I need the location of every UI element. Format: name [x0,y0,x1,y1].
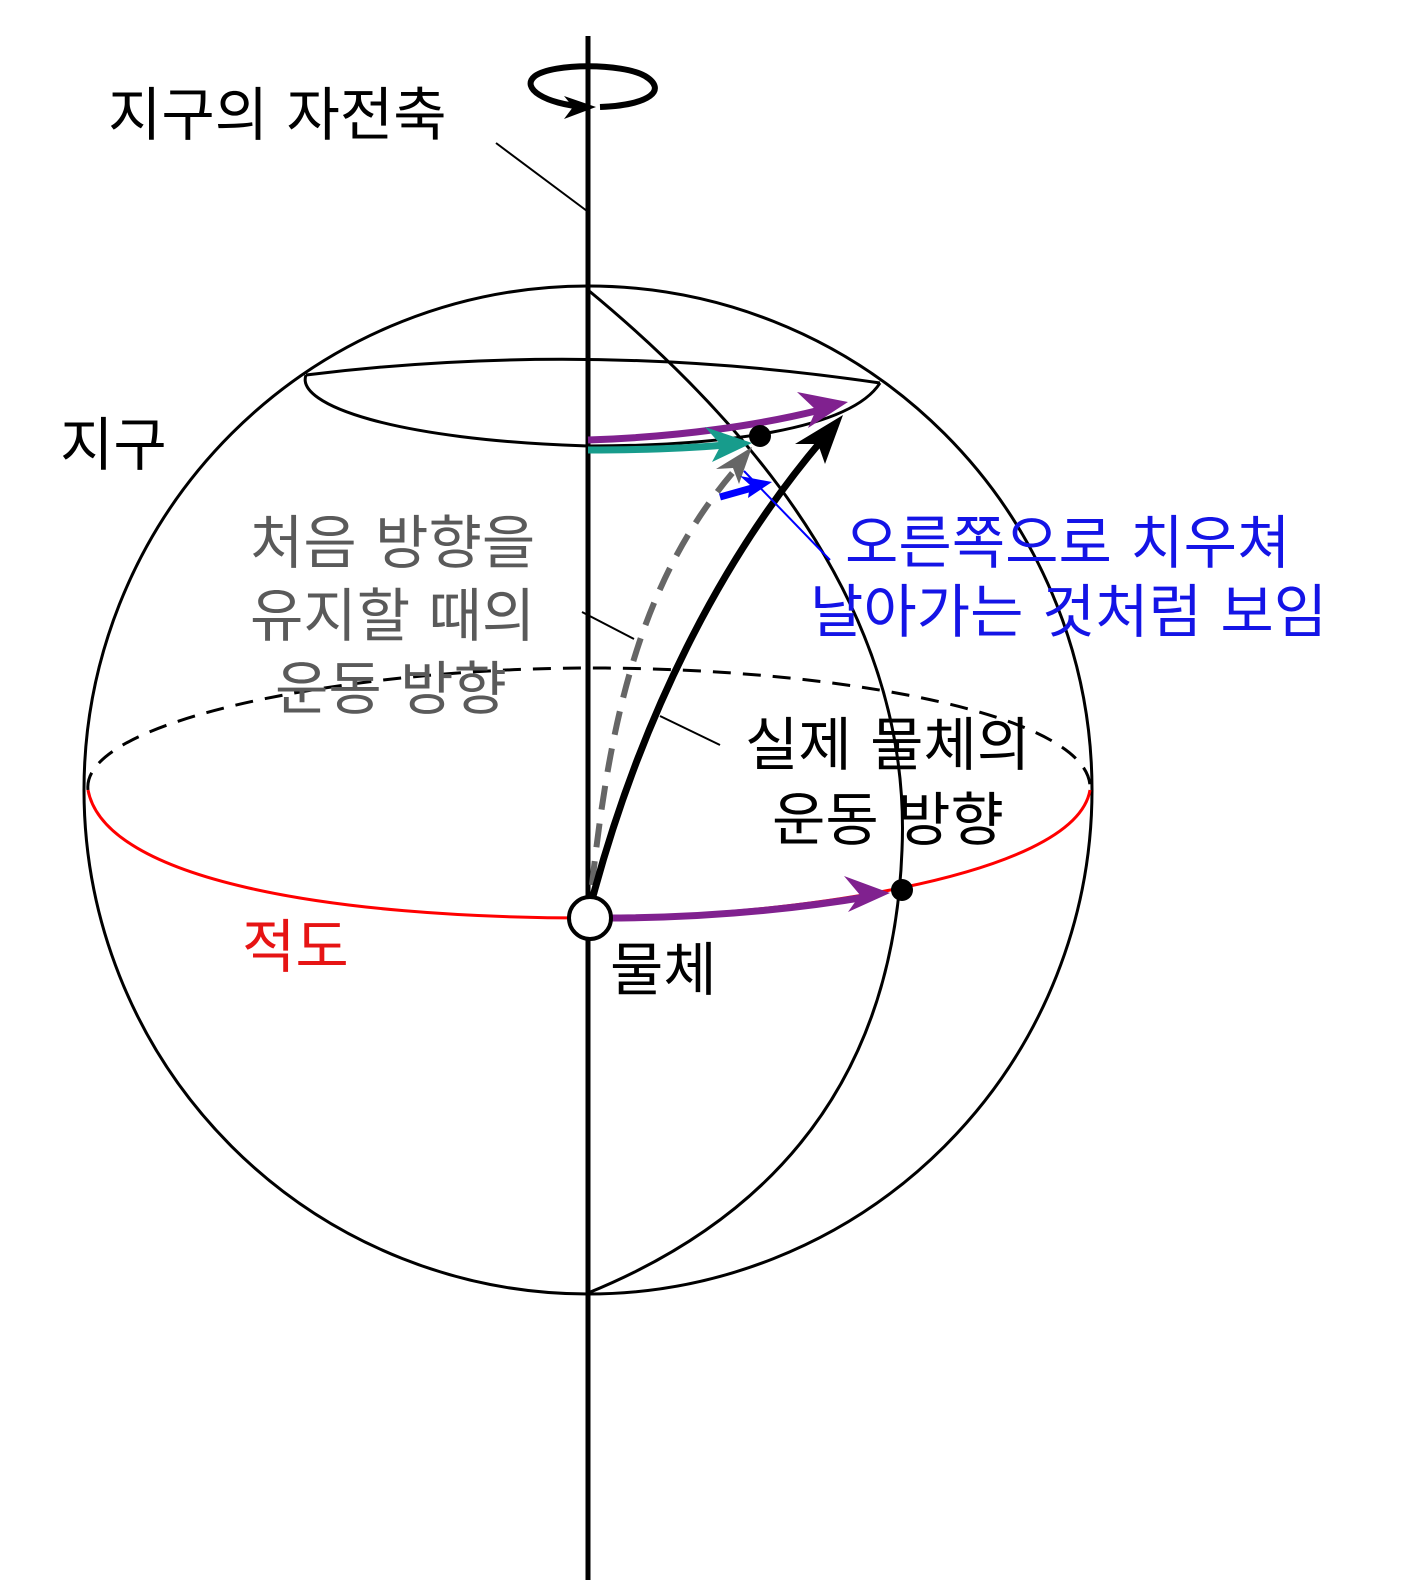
latitude-rotation-arrowhead [797,392,848,428]
latitude-rotation-arrow [587,406,821,444]
actual-direction-label-1: 실제 물체의 [745,711,1030,779]
initial-direction-leader [581,611,635,640]
initial-direction-arrowhead [716,447,752,484]
deflection-arrowhead [740,476,772,498]
deflection-label-1: 오른쪽으로 치우쳐 [845,509,1290,577]
equator-rotation-arrowhead [844,876,890,912]
actual-direction-leader [659,715,721,746]
deflection-leader [743,470,831,561]
actual-direction-label-2: 운동 방향 [772,786,1004,854]
deflection-arrow [719,484,753,501]
object-label: 물체 [610,936,717,1004]
actual-direction-arrowhead [795,415,843,464]
target-movement-arrow [587,441,726,454]
object-circle-icon [567,895,613,941]
meridian-curve [587,288,904,1295]
equator-point-icon [891,879,913,901]
high-latitude-circle-front [303,374,882,448]
target-movement-arrowhead [705,427,752,462]
axis-label: 지구의 자전축 [108,81,447,149]
initial-direction-label-3: 운동 방향 [275,655,507,723]
initial-direction-label-1: 처음 방향을 [250,509,535,577]
rotation-arrow-icon [527,63,658,119]
target-point-icon [749,425,771,447]
earth-label: 지구 [60,411,167,479]
high-latitude-circle-back [305,357,881,385]
actual-direction-arrow [588,437,825,901]
initial-direction-label-2: 유지할 때의 [250,582,535,650]
equator-label: 적도 [242,913,349,981]
equator-rotation-arrow [604,892,873,922]
equator-back-dashed [86,666,1092,791]
deflection-label-2: 날아가는 것처럼 보임 [810,578,1327,646]
axis-label-leader [495,142,588,212]
initial-direction-arrow [589,468,738,886]
